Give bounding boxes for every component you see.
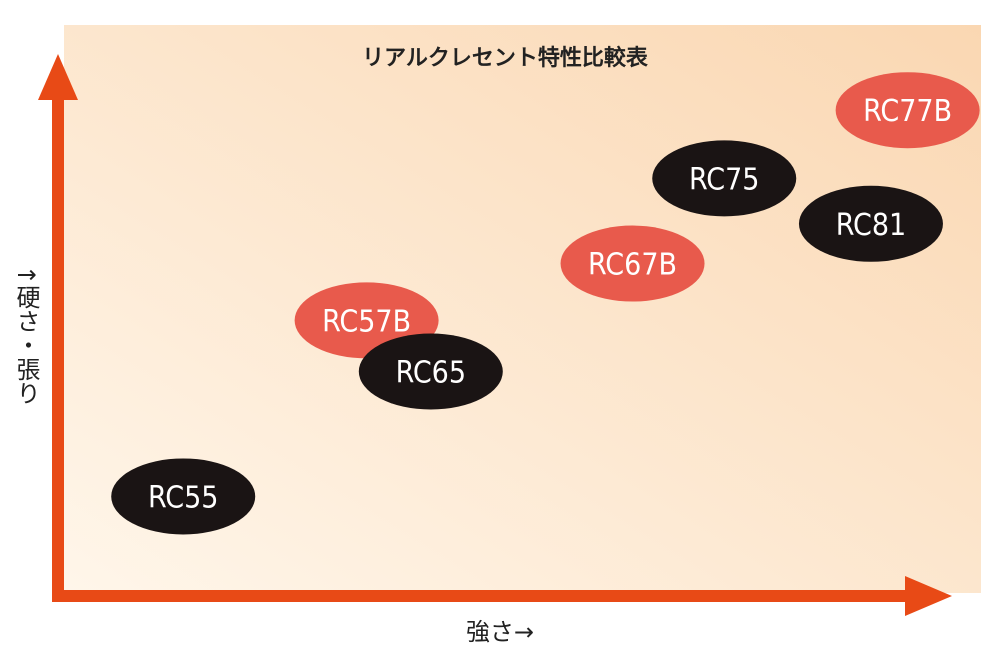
point-marker-rc55 xyxy=(111,458,256,535)
point-marker-rc67b xyxy=(560,225,705,302)
point-rc75: RC75 xyxy=(652,140,797,217)
point-label-rc65: RC65 xyxy=(396,355,466,390)
x-axis-arrowhead xyxy=(905,576,952,616)
point-label-rc77b: RC77B xyxy=(863,94,952,129)
point-marker-rc65 xyxy=(358,333,503,410)
point-label-rc67b: RC67B xyxy=(588,248,677,283)
point-label-rc81: RC81 xyxy=(836,208,906,243)
point-rc77b: RC77B xyxy=(835,72,980,149)
y-axis-arrowhead xyxy=(38,54,78,100)
point-label-rc57b: RC57B xyxy=(322,304,411,339)
point-marker-rc77b xyxy=(835,72,980,149)
point-marker-rc75 xyxy=(652,140,797,217)
point-rc81: RC81 xyxy=(798,185,943,262)
y-axis-label: ↑硬さ・張り xyxy=(12,265,40,405)
point-rc55: RC55 xyxy=(111,458,256,535)
point-label-rc75: RC75 xyxy=(689,162,759,197)
axes xyxy=(38,54,952,616)
point-marker-rc81 xyxy=(798,185,943,262)
chart-title: リアルクレセント特性比較表 xyxy=(362,45,649,71)
point-label-rc55: RC55 xyxy=(148,480,218,515)
point-rc65: RC65 xyxy=(358,333,503,410)
x-axis-label: 強さ→ xyxy=(466,618,534,646)
point-rc67b: RC67B xyxy=(560,225,705,302)
